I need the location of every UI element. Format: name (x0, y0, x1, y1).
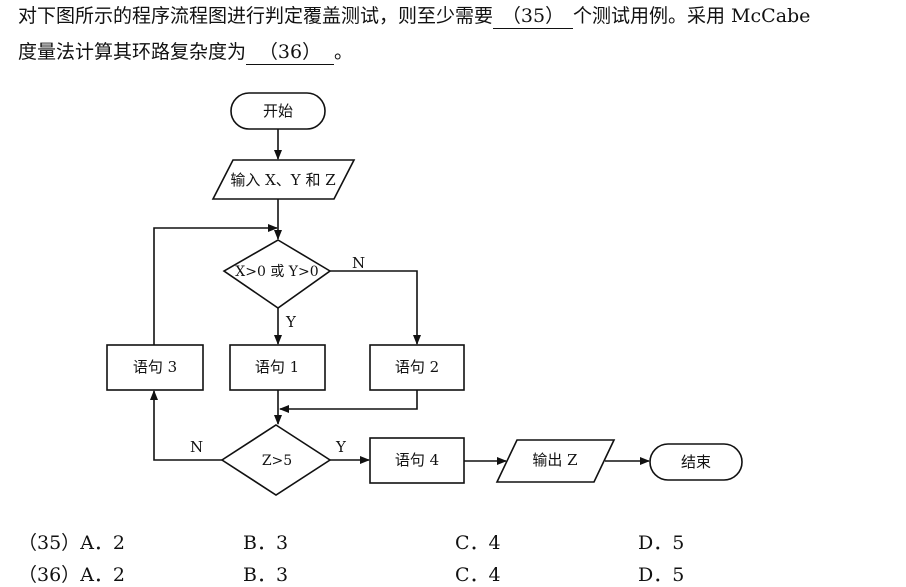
option-36-b: B．3 (243, 564, 289, 586)
decision-2-yes-label: Y (335, 438, 347, 456)
arrow-decision1-to-stmt2 (330, 270, 421, 345)
stmt-1-label: 语句 1 (255, 358, 299, 376)
arrow-stmt2-to-merge (279, 390, 418, 413)
stmt-1-box (229, 344, 326, 391)
option-36-d: D．5 (638, 564, 685, 586)
option-35-b: B．3 (243, 532, 289, 554)
decision-1-no-label: N (352, 254, 365, 272)
question-line-1: 对下图所示的程序流程图进行判定覆盖测试，则至少需要（35）个测试用例。采用 Mc… (18, 4, 810, 29)
stmt-3-label: 语句 3 (133, 358, 177, 376)
answer-blank-35: （35） (493, 4, 574, 29)
input-label: 输入 X、Y 和 Z (230, 171, 335, 189)
start-label: 开始 (263, 102, 293, 120)
output-parallelogram (495, 439, 616, 483)
question-line-2: 度量法计算其环路复杂度为（36）。 (18, 40, 353, 65)
question-text-1b: 个测试用例。采用 McCabe (573, 5, 811, 27)
option-35-c: C．4 (455, 532, 501, 554)
arrow-decision2-to-stmt3 (150, 390, 222, 461)
decision-1-label: X>0 或 Y>0 (235, 264, 318, 280)
stmt-3-box (106, 344, 204, 391)
option-35-d: D．5 (638, 532, 685, 554)
option-36-number: （36） (18, 564, 81, 586)
option-36-a: （36）A．2 (18, 560, 125, 587)
output-label: 输出 Z (532, 451, 577, 469)
option-35-a-text: A．2 (80, 532, 125, 554)
arrow-stmt3-loop-back (153, 224, 278, 345)
option-35-a: （35）A．2 (18, 528, 125, 555)
end-terminal (649, 443, 743, 481)
question-text-1a: 对下图所示的程序流程图进行判定覆盖测试，则至少需要 (18, 5, 494, 27)
decision-1-yes-label: Y (285, 313, 297, 331)
option-35-number: （35） (18, 532, 81, 554)
decision-2-diamond (220, 424, 332, 496)
question-text-2a: 度量法计算其环路复杂度为 (18, 41, 247, 63)
option-36-a-text: A．2 (80, 564, 125, 586)
answer-blank-36: （36） (246, 40, 335, 65)
stmt-2-label: 语句 2 (395, 358, 439, 376)
stmt-4-box (369, 437, 465, 484)
decision-2-label: Z>5 (262, 453, 292, 469)
option-36-c: C．4 (455, 564, 501, 586)
stmt-2-box (369, 344, 465, 391)
stmt-4-label: 语句 4 (395, 451, 439, 469)
question-text-2b: 。 (334, 41, 354, 63)
decision-2-no-label: N (190, 438, 203, 456)
end-label: 结束 (681, 453, 711, 471)
input-parallelogram (211, 159, 356, 200)
